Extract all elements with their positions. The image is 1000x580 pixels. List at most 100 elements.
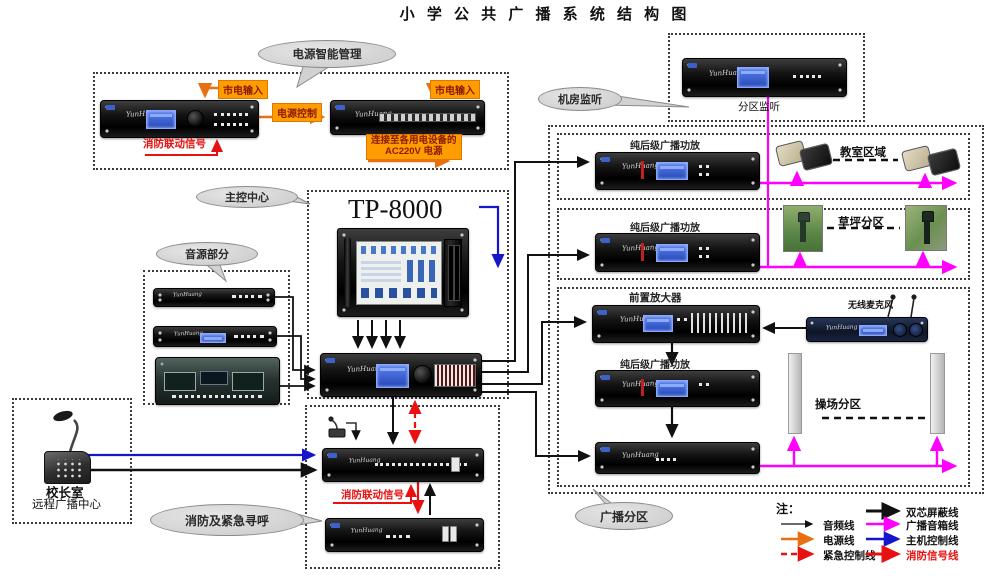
button-row bbox=[172, 395, 262, 398]
button-row bbox=[386, 535, 410, 538]
usb-port bbox=[450, 526, 457, 542]
legend-emergency-line: 紧急控制线 bbox=[823, 550, 876, 562]
emergency-panel-device: YunHuang bbox=[325, 518, 484, 552]
led-stripe bbox=[641, 243, 644, 261]
button-row bbox=[699, 383, 709, 386]
led-stripe bbox=[641, 379, 644, 396]
classroom-amplifier-device: YunHuang bbox=[595, 152, 760, 190]
device-brand: YunHuang bbox=[350, 526, 383, 535]
wireless-mic-receiver-device: YunHuang bbox=[806, 317, 928, 342]
bubble-audio-source: 音源部分 bbox=[156, 242, 258, 266]
legend-audio-line: 音频线 bbox=[823, 520, 855, 532]
label-pure-amp-2: 纯后级广播功放 bbox=[630, 223, 700, 234]
legend-host-control-line: 主机控制线 bbox=[906, 535, 959, 547]
device-tag bbox=[331, 523, 340, 528]
button-row bbox=[699, 247, 709, 250]
lcd-screen bbox=[737, 67, 769, 88]
button-row bbox=[793, 75, 821, 78]
legend-power-line: 电源线 bbox=[823, 535, 855, 547]
label-ac220v-note: 连接至各用电设备的 AC220V 电源 bbox=[366, 134, 462, 160]
device-tag bbox=[336, 105, 345, 110]
device-tag bbox=[601, 447, 610, 452]
button-row bbox=[214, 123, 248, 126]
tuner-device: YunHuang bbox=[153, 288, 275, 307]
label-fire-link-bottom: 消防联动信号 bbox=[341, 489, 404, 501]
legend-fire-signal-line: 消防信号线 bbox=[906, 550, 959, 562]
garden-speaker-post bbox=[924, 220, 930, 244]
bubble-fire-paging: 消防及紧急寻呼 bbox=[150, 504, 304, 536]
mic-keypad bbox=[53, 459, 85, 479]
level-meters bbox=[434, 364, 476, 387]
usb-port bbox=[451, 457, 460, 472]
main-controller-device: YunHuang bbox=[320, 353, 482, 397]
garden-speaker-post bbox=[800, 220, 806, 242]
device-tag bbox=[688, 63, 697, 68]
led-stripe bbox=[641, 161, 644, 179]
zone-monitor-box bbox=[668, 33, 865, 122]
lcd-screen bbox=[656, 380, 688, 397]
playground-amplifier-device: YunHuang bbox=[595, 370, 760, 407]
bubble-room-monitor: 机房监听 bbox=[538, 87, 622, 111]
column-speaker bbox=[930, 353, 945, 434]
button-row bbox=[234, 335, 264, 338]
button-row bbox=[699, 165, 709, 168]
label-pure-amp-3: 纯后级广播功放 bbox=[620, 360, 690, 371]
legend-note: 注： bbox=[776, 502, 801, 516]
button-row bbox=[214, 113, 248, 116]
device-brand: YunHuang bbox=[621, 450, 660, 460]
volume-knob bbox=[187, 110, 204, 127]
label-wireless-mic: 无线麦克风 bbox=[848, 300, 894, 310]
device-tag bbox=[106, 105, 115, 110]
cassette-window bbox=[164, 372, 196, 391]
principal-room-box bbox=[12, 398, 132, 524]
label-classroom-area: 教室区域 bbox=[840, 147, 886, 159]
fire-paging-box bbox=[305, 405, 500, 569]
preamplifier-device: YunHuang bbox=[592, 305, 760, 343]
label-lawn-zone: 草坪分区 bbox=[838, 217, 884, 229]
legend-speaker-line: 广播音箱线 bbox=[906, 520, 959, 532]
rack-handle bbox=[344, 237, 351, 307]
mic-jack bbox=[893, 323, 907, 337]
screen-taskbar bbox=[361, 288, 437, 298]
button-row bbox=[677, 318, 687, 321]
label-tp8000: TP-8000 bbox=[348, 194, 443, 224]
ac-note-line1: 连接至各用电设备的 bbox=[371, 135, 457, 146]
tp8000-host-device bbox=[337, 228, 469, 317]
lcd-screen bbox=[656, 162, 688, 180]
label-power-control: 电源控制 bbox=[272, 103, 322, 122]
mic-jack bbox=[909, 323, 923, 337]
screen-panel bbox=[361, 260, 401, 282]
bubble-power-management: 电源智能管理 bbox=[258, 40, 396, 68]
lawn-speaker-photo bbox=[905, 205, 947, 251]
device-tag bbox=[601, 375, 610, 380]
label-preamp: 前置放大器 bbox=[629, 292, 682, 304]
device-tag bbox=[326, 358, 335, 363]
lawn-amplifier-device: YunHuang bbox=[595, 233, 760, 272]
button-row bbox=[656, 458, 676, 461]
label-pure-amp-1: 纯后级广播功放 bbox=[630, 141, 700, 152]
label-mains-input-left: 市电输入 bbox=[218, 80, 268, 99]
usb-port bbox=[442, 526, 449, 542]
power-host-device: YunHuang bbox=[100, 100, 259, 138]
device-tag bbox=[601, 238, 610, 243]
label-mains-input-right: 市电输入 bbox=[430, 80, 480, 99]
jog-knob bbox=[413, 365, 432, 384]
paging-controller-device: YunHuang bbox=[322, 448, 484, 482]
channel-sliders bbox=[691, 313, 747, 333]
button-row bbox=[699, 255, 709, 258]
cassette-deck-device bbox=[155, 357, 280, 405]
screen-icons bbox=[361, 246, 437, 254]
legend-shielded-line: 双芯屏蔽线 bbox=[906, 507, 959, 519]
column-speaker bbox=[788, 353, 802, 434]
touch-screen bbox=[356, 241, 442, 305]
device-brand: YunHuang bbox=[173, 291, 203, 299]
zone-monitor-device: YunHuang bbox=[682, 58, 847, 97]
label-principal-room: 校长室 bbox=[46, 486, 84, 500]
lcd-screen bbox=[643, 315, 673, 332]
lcd-screen bbox=[200, 333, 226, 343]
device-tag bbox=[328, 453, 337, 458]
label-zone-monitor: 分区监听 bbox=[738, 101, 780, 113]
device-tag bbox=[598, 310, 607, 315]
drive-slot bbox=[454, 245, 460, 301]
